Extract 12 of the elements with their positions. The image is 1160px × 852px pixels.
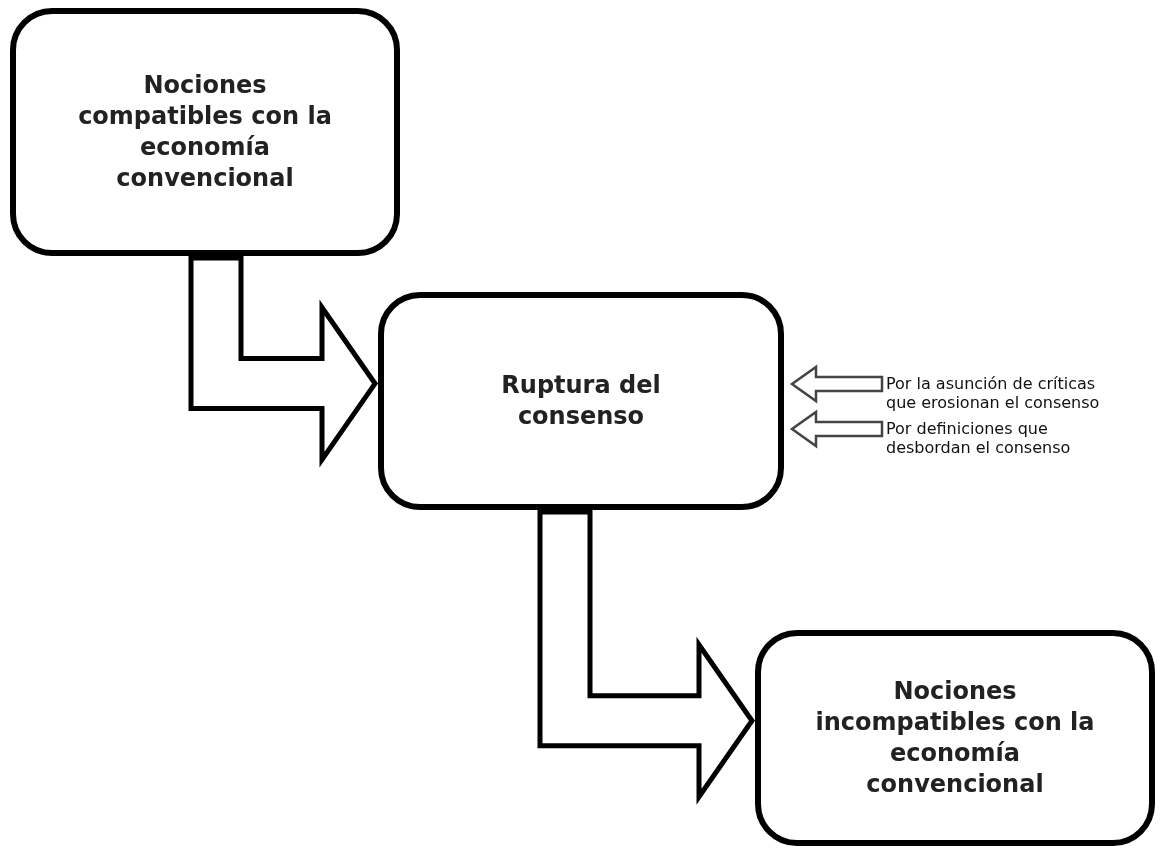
block-arrow bbox=[789, 364, 884, 404]
block-arrow bbox=[789, 409, 884, 449]
box-label: Ruptura del consenso bbox=[500, 369, 662, 432]
note-text: Por definiciones que desbordan el consenso bbox=[886, 418, 1072, 458]
block-arrow bbox=[537, 509, 756, 805]
rounded-box bbox=[10, 8, 400, 256]
rounded-box bbox=[755, 630, 1155, 846]
rounded-box bbox=[378, 292, 784, 510]
box-label: Nociones compatibles con la economía convencional bbox=[77, 69, 333, 195]
note-text: Por la asunción de críticas que erosionan el consenso bbox=[886, 373, 1101, 413]
box-label: Nociones incompatibles con la economía convencional bbox=[814, 675, 1096, 801]
block-arrow bbox=[188, 255, 379, 468]
